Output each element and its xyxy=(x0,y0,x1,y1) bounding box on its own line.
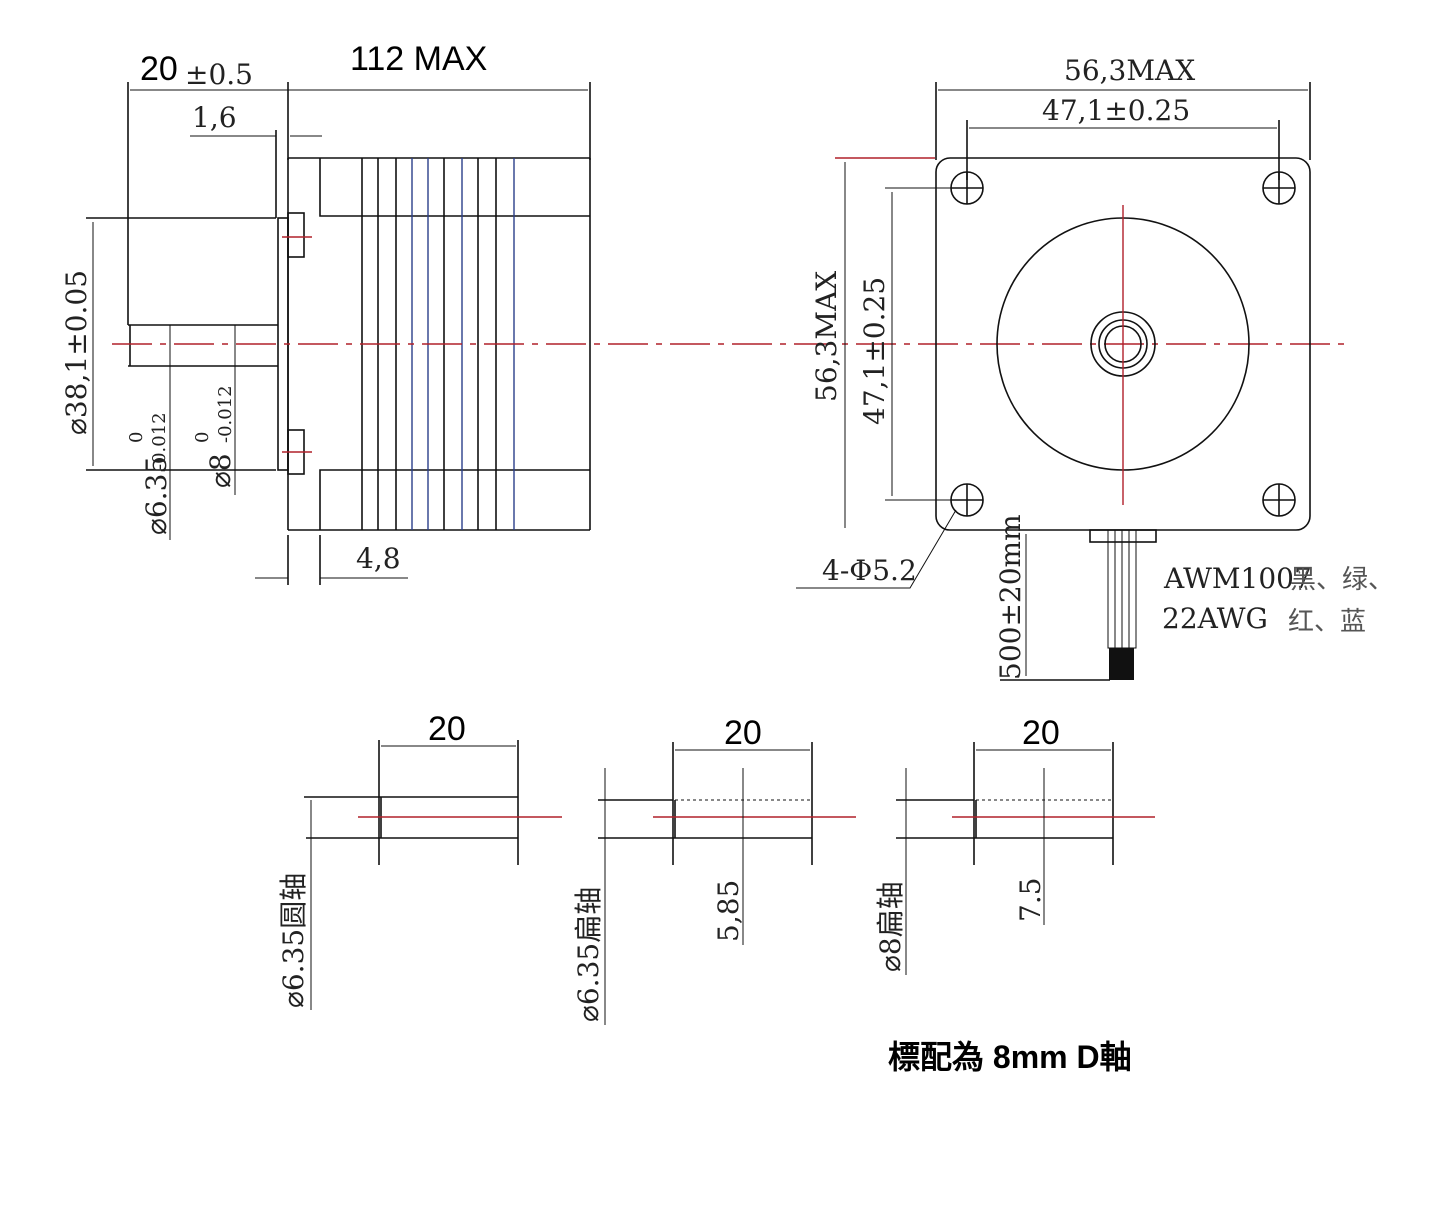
wire-colors-2: 红、蓝 xyxy=(1288,607,1366,637)
tol-lower-b: -0.012 xyxy=(215,385,236,443)
shaft-label-3: ⌀8扁轴 xyxy=(874,881,907,972)
shaft-label-1: ⌀6.35圆轴 xyxy=(277,873,310,1008)
width-max: 56,3MAX xyxy=(1064,54,1195,87)
lead-length: 500±20mm xyxy=(994,514,1027,680)
shaft-dia-a: ⌀6.35 xyxy=(140,456,173,535)
shaft-length: 20 xyxy=(140,50,178,88)
front-view: 56,3MAX 47,1±0.25 56,3MAX 47,1±0.25 4-Φ5… xyxy=(796,54,1394,681)
wire-colors-1: 黑、绿、 xyxy=(1290,565,1394,595)
shaft-length-1: 20 xyxy=(428,710,466,748)
body-length: 112 MAX xyxy=(350,40,487,78)
shaft-length-tol: ±0.5 xyxy=(185,58,253,91)
flange-thickness: 1,6 xyxy=(192,101,237,134)
hole-spacing-vertical: 47,1±0.25 xyxy=(858,277,891,425)
tol-lower-a: -0.012 xyxy=(149,412,170,470)
shaft-option-flat-635: 20 ⌀6.35扁轴 5,85 xyxy=(572,714,856,1025)
pilot-diameter: ⌀38,1±0.05 xyxy=(60,270,93,435)
side-view: 20 ±0.5 112 MAX 1,6 ⌀38,1±0.05 ⌀6.35 0 -… xyxy=(60,40,1345,585)
flat-size-2: 5,85 xyxy=(712,880,745,942)
shaft-length-2: 20 xyxy=(724,714,762,752)
hole-spacing: 47,1±0.25 xyxy=(1042,94,1190,127)
wire-spec-1: AWM1007 xyxy=(1163,562,1312,595)
shaft-option-flat-8: 20 ⌀8扁轴 7.5 xyxy=(874,714,1155,975)
shaft-length-3: 20 xyxy=(1022,714,1060,752)
flange-depth: 4,8 xyxy=(356,542,401,575)
mounting-holes-label: 4-Φ5.2 xyxy=(822,554,917,587)
wire-spec-2: 22AWG xyxy=(1162,602,1268,635)
shaft-option-round-635: 20 ⌀6.35圆轴 xyxy=(277,710,562,1010)
tol-upper-a: 0 xyxy=(126,432,147,443)
shaft-dia-b: ⌀8 xyxy=(204,453,237,488)
lead-wires xyxy=(1107,529,1137,680)
height-max: 56,3MAX xyxy=(810,271,843,402)
standard-shaft-note: 標配為 8mm D軸 xyxy=(888,1039,1132,1075)
flat-size-3: 7.5 xyxy=(1014,877,1047,922)
tol-upper-b: 0 xyxy=(192,432,213,443)
shaft-label-2: ⌀6.35扁轴 xyxy=(572,887,605,1022)
mounting-holes xyxy=(950,171,1296,517)
